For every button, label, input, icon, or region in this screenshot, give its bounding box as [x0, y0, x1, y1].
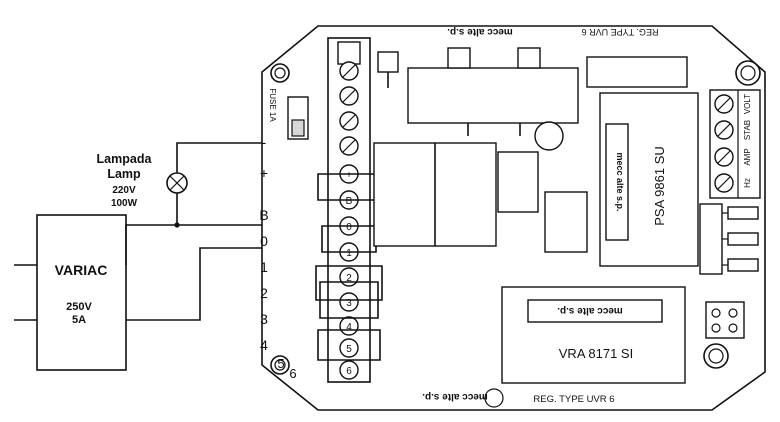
psa-label: PSA 9861 SU [652, 146, 667, 226]
lamp-title-1: Lampada [97, 152, 153, 166]
terminal-6: 6 [339, 360, 359, 380]
terminal-5: 5 [339, 338, 359, 358]
screw-1 [339, 61, 359, 81]
wires [125, 142, 262, 321]
psa-module: mecc alte s.p. PSA 9861 SU [599, 92, 699, 267]
lamp-title-2: Lamp [107, 167, 141, 181]
leds [699, 203, 759, 275]
terminal-4: 4 [339, 316, 359, 336]
regulator-board: REG. TYPE UVR 6 mecc alte s.p. mecc alte… [259, 25, 766, 411]
side-label-5: 5 [277, 356, 284, 371]
pot-hz [714, 173, 734, 193]
screw-2 [339, 86, 359, 106]
side-label-minus: - [262, 134, 267, 150]
vra-module: mecc alte s.p. VRA 8171 SI [501, 286, 686, 384]
svg-text:3: 3 [346, 298, 352, 309]
top-reg-label: REG. TYPE UVR 6 [582, 27, 659, 37]
top-brand: mecc alte s.p. [447, 26, 513, 37]
top-components [377, 47, 688, 151]
svg-text:4: 4 [346, 322, 352, 333]
pot-amp [714, 147, 734, 167]
side-label-4: 4 [260, 337, 268, 353]
pot-stab [714, 120, 734, 140]
lamp-group: Lampada Lamp 220V 100W [97, 152, 188, 209]
bottom-reg-label: REG. TYPE UVR 6 [533, 394, 614, 405]
fuse-label: FUSE 1A [268, 88, 277, 122]
screw-3 [339, 111, 359, 131]
screw-4 [339, 136, 359, 156]
lamp-symbol [166, 172, 188, 194]
svg-text:5: 5 [346, 344, 352, 355]
mounting-hole-br [703, 343, 729, 369]
side-label-6: 6 [289, 366, 296, 381]
pot-label-hz: Hz [743, 178, 752, 188]
variac-voltage: 250V [66, 301, 92, 313]
variac-title: VARIAC [55, 262, 108, 278]
fuse-holder [287, 96, 309, 140]
svg-text:2: 2 [346, 273, 352, 284]
vra-brand: mecc alte s.p. [557, 305, 623, 316]
mounting-hole-bl [270, 355, 290, 375]
svg-text:0: 0 [346, 222, 352, 233]
bottom-brand: mecc alte s.p. [422, 391, 488, 402]
pot-strip: VOLT STAB AMP Hz [709, 89, 761, 199]
mounting-hole-tr [735, 60, 761, 86]
lamp-spec-1: 220V [112, 185, 136, 196]
svg-text:6: 6 [346, 366, 352, 377]
variac-current: 5A [72, 314, 86, 326]
lamp-spec-2: 100W [111, 198, 138, 209]
pot-label-amp: AMP [743, 148, 752, 165]
side-label-B: B [259, 207, 268, 223]
vra-label: VRA 8171 SI [559, 346, 633, 361]
terminal-2: 2 [339, 267, 359, 287]
terminal-3: 3 [339, 292, 359, 312]
side-label-0: 0 [260, 233, 268, 249]
side-label-2: 2 [260, 285, 268, 301]
terminal-strip: + B 0 1 2 3 4 5 6 [315, 37, 383, 383]
pot-volt [714, 94, 734, 114]
psa-brand: mecc alte s.p. [615, 152, 625, 211]
pot-label-stab: STAB [743, 120, 752, 140]
svg-text:+: + [346, 170, 352, 181]
transformer-block [373, 142, 588, 253]
aux-connector [705, 301, 745, 339]
variac-box: VARIAC 250V 5A [14, 214, 127, 371]
side-label-1: 1 [260, 259, 268, 275]
side-label-3: 3 [260, 311, 268, 327]
svg-text:B: B [346, 196, 353, 207]
pot-label-volt: VOLT [743, 94, 752, 114]
mounting-hole-tl [270, 63, 290, 83]
side-label-plus: + [260, 165, 268, 181]
svg-text:1: 1 [346, 248, 352, 259]
